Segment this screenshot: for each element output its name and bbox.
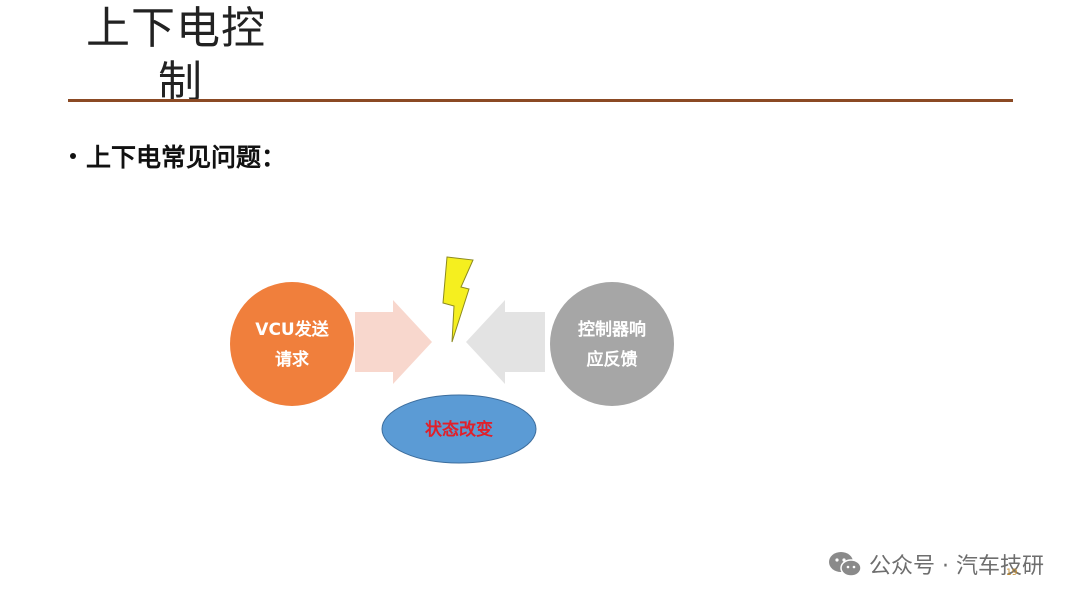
vcu-request-label-1: VCU发送 <box>255 319 329 340</box>
watermark: 公众号 · 汽车技研 <box>827 548 1044 580</box>
vcu-request-label-2: 请求 <box>275 349 309 370</box>
state-change-node <box>381 394 537 464</box>
title-line-1: 上下电控 <box>86 3 266 54</box>
page-number: 19 <box>1006 568 1018 578</box>
controller-feedback-node <box>550 282 674 406</box>
bullet-dot-icon <box>70 153 76 159</box>
bullet-text: 上下电常见问题： <box>86 143 287 172</box>
vcu-request-node <box>230 282 354 406</box>
right-arrow <box>466 300 545 384</box>
controller-feedback-label-1: 控制器响 <box>578 319 646 340</box>
watermark-text: 公众号 · 汽车技研 <box>869 554 1044 579</box>
title-divider <box>68 99 1013 102</box>
controller-feedback-label-2: 应反馈 <box>587 349 638 370</box>
lightning-bolt-icon <box>442 256 474 343</box>
bullet-item: 上下电常见问题： <box>70 138 286 174</box>
wechat-icon <box>829 552 862 577</box>
slide-title: 上下电控 制 <box>86 2 296 110</box>
left-arrow <box>355 300 432 384</box>
state-change-label: 状态改变 <box>425 419 493 440</box>
